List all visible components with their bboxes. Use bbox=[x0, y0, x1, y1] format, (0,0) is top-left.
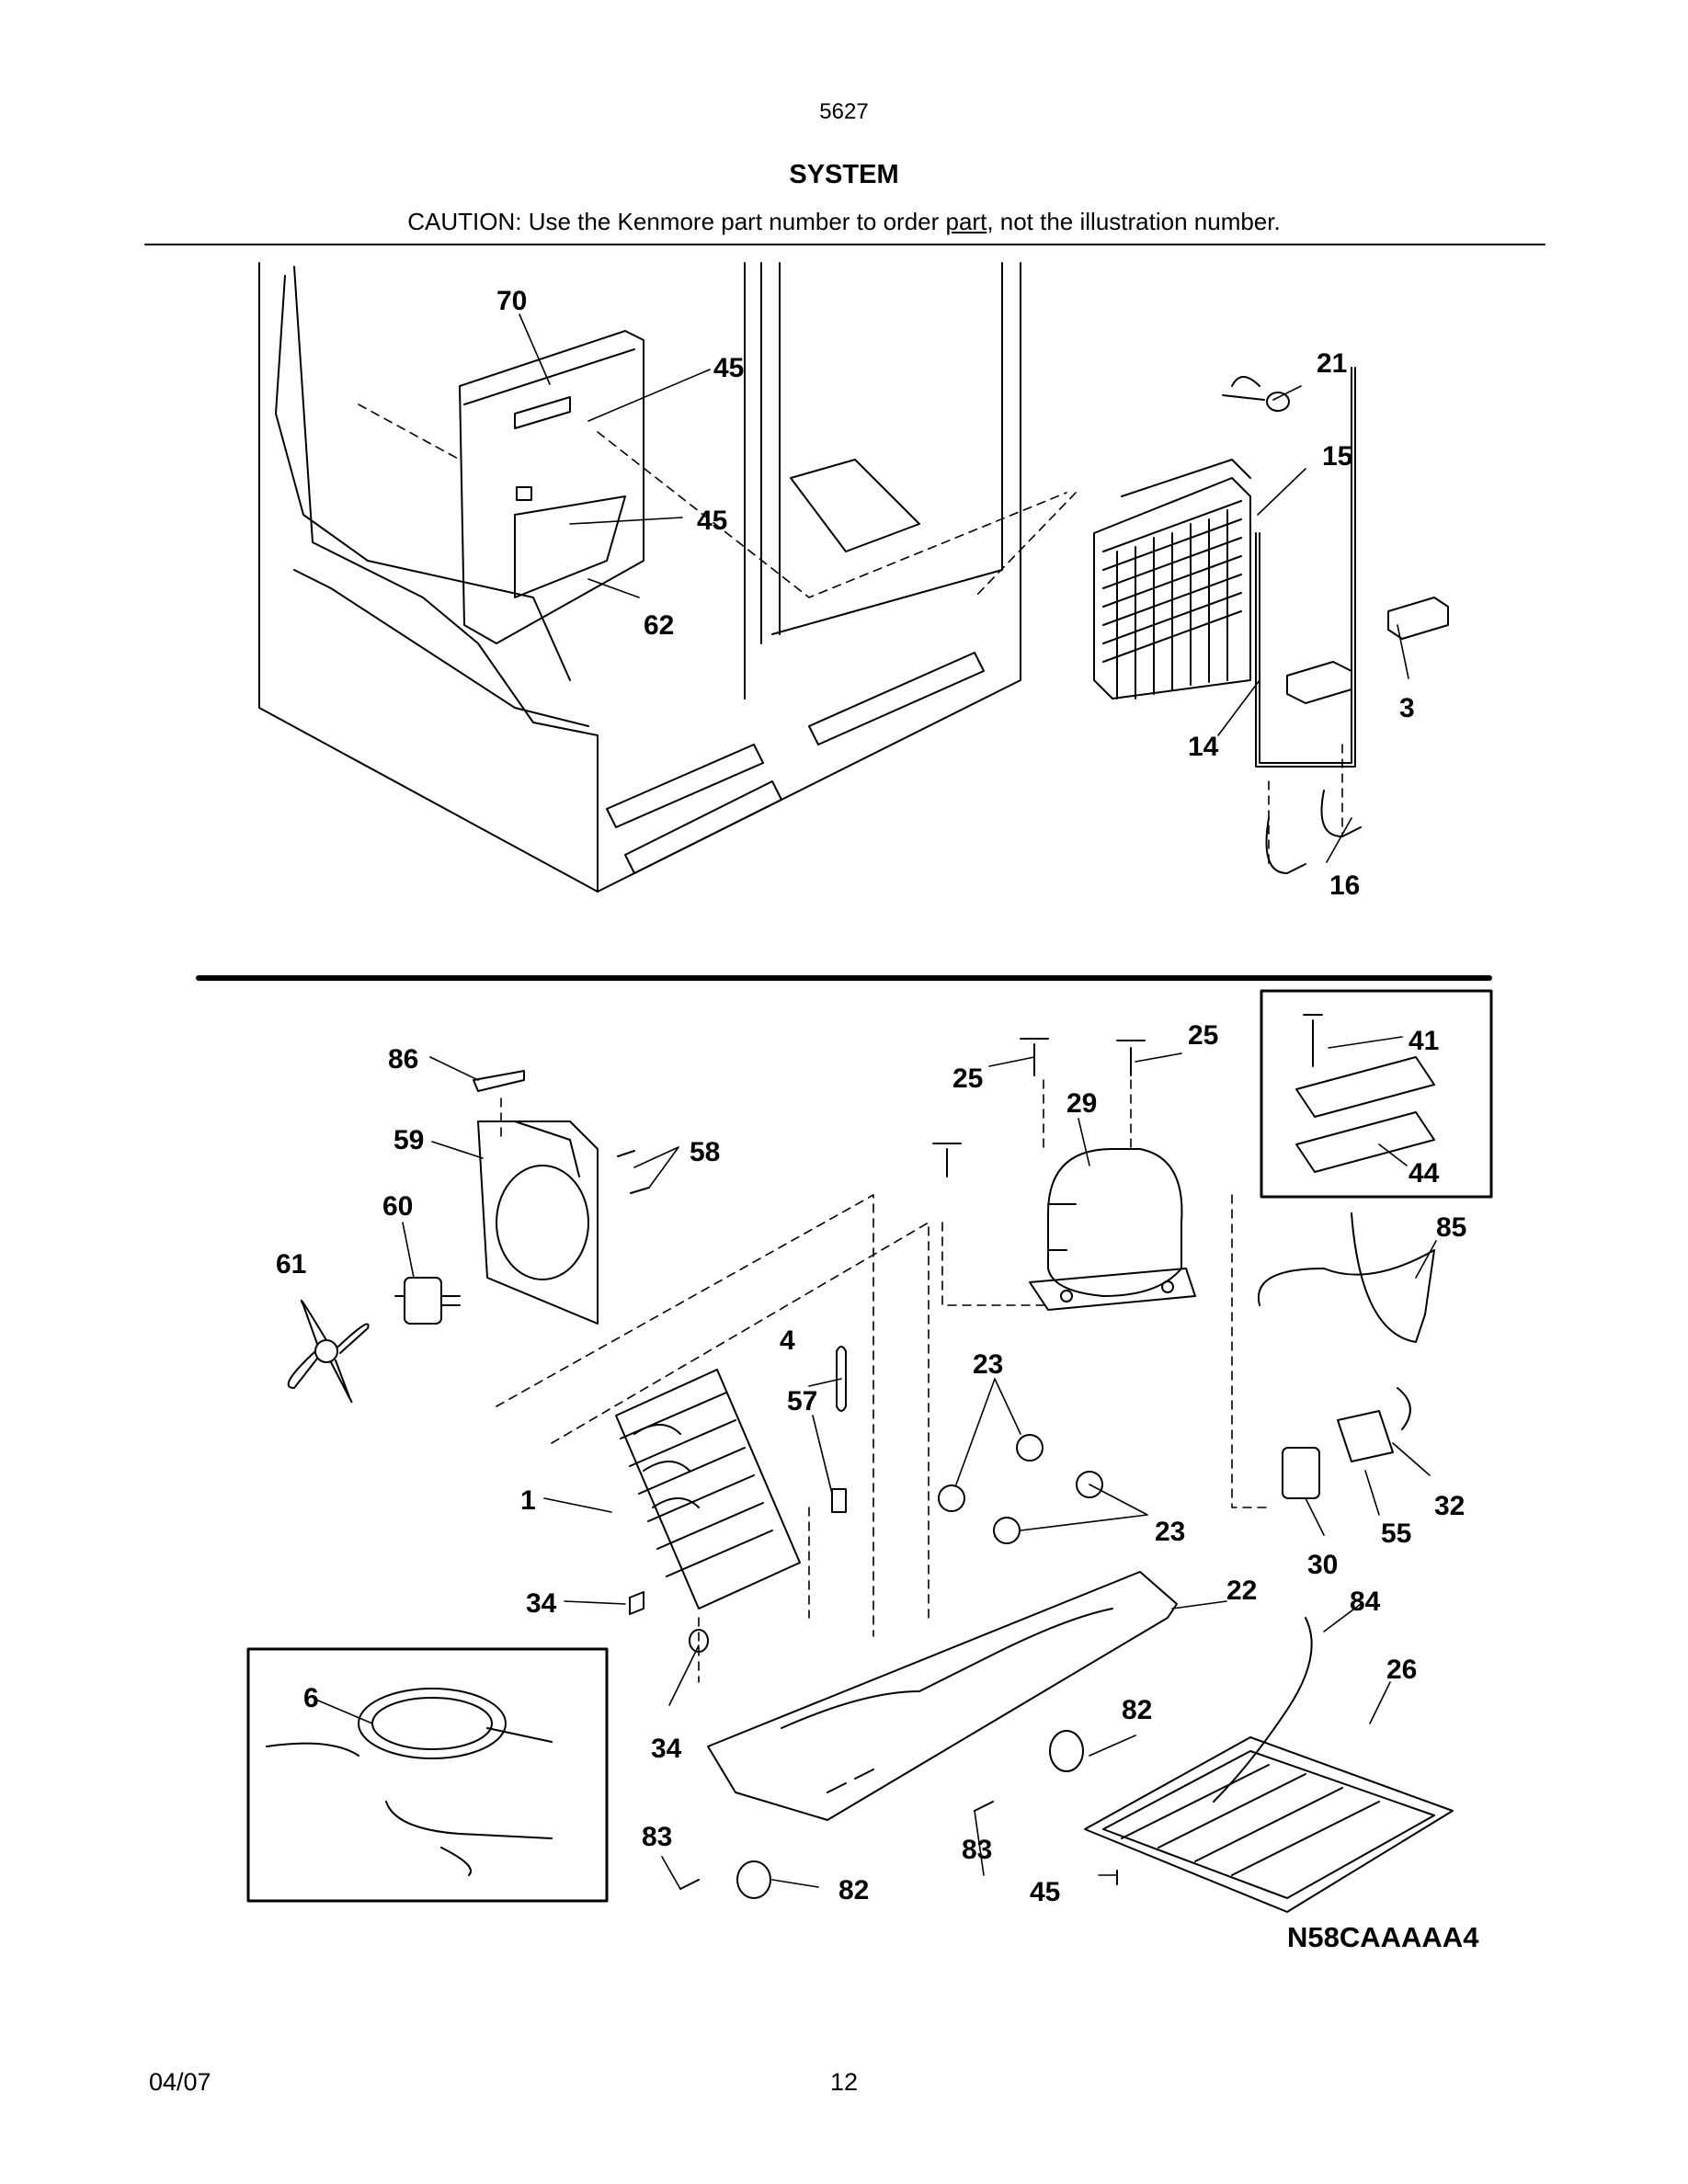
drier-tube bbox=[831, 1488, 847, 1513]
figure-id: N58CAAAAA4 bbox=[1287, 1921, 1479, 1953]
callout-16: 16 bbox=[1329, 870, 1360, 901]
callout-83-right: 83 bbox=[962, 1835, 992, 1865]
callout-22: 22 bbox=[1226, 1575, 1257, 1606]
callout-26: 26 bbox=[1386, 1655, 1417, 1685]
spacer-1 bbox=[629, 1591, 644, 1615]
callout-29: 29 bbox=[1066, 1088, 1097, 1119]
bracket-screws bbox=[617, 1150, 650, 1194]
callout-82-right: 82 bbox=[1122, 1695, 1152, 1725]
power-cord-tube bbox=[1257, 1212, 1435, 1343]
callout-86: 86 bbox=[388, 1044, 418, 1075]
fan-motor bbox=[394, 1277, 461, 1325]
grommets bbox=[938, 1434, 1103, 1544]
condenser-fan-bracket bbox=[477, 1120, 599, 1325]
ice-bucket-housing bbox=[459, 330, 644, 644]
callout-25-right: 25 bbox=[1188, 1020, 1218, 1051]
page-number: 12 bbox=[829, 2068, 859, 2096]
callout-45-pan: 45 bbox=[1030, 1877, 1060, 1907]
thermostat-sensor bbox=[1222, 376, 1290, 412]
callout-84: 84 bbox=[1350, 1587, 1381, 1617]
callout-3: 3 bbox=[1399, 693, 1415, 723]
compressor-base-plate bbox=[707, 1571, 1178, 1821]
drain-pan bbox=[1084, 1736, 1454, 1913]
evaporator-coil bbox=[1093, 459, 1251, 700]
callout-32: 32 bbox=[1434, 1491, 1465, 1521]
callout-45-upper: 45 bbox=[713, 353, 744, 383]
callout-55: 55 bbox=[1381, 1519, 1411, 1549]
callout-23-lower: 23 bbox=[1155, 1517, 1185, 1547]
callout-4: 4 bbox=[780, 1325, 795, 1356]
caution-note: CAUTION: Use the Kenmore part number to … bbox=[0, 208, 1688, 236]
insulation-block-2 bbox=[1387, 597, 1449, 640]
callout-82-bottom: 82 bbox=[838, 1875, 869, 1905]
fan-clip bbox=[473, 1070, 525, 1092]
callout-45-lower: 45 bbox=[697, 506, 727, 536]
caution-text-start: CAUTION: Use the Kenmore part number to … bbox=[407, 208, 946, 235]
callout-34-bottom: 34 bbox=[651, 1734, 682, 1764]
upper-leader-dashes bbox=[358, 404, 1343, 865]
callout-59: 59 bbox=[393, 1125, 424, 1155]
callout-15: 15 bbox=[1322, 441, 1352, 472]
section-title: SYSTEM bbox=[789, 160, 899, 189]
mounting-screws bbox=[932, 1038, 1146, 1177]
callout-41: 41 bbox=[1409, 1026, 1439, 1056]
callout-34-left: 34 bbox=[526, 1588, 557, 1619]
cabinet-outline bbox=[258, 262, 1021, 893]
model-number: 5627 bbox=[819, 99, 869, 124]
callout-85: 85 bbox=[1436, 1212, 1466, 1243]
callout-57: 57 bbox=[787, 1386, 817, 1416]
callout-numbers: 70 45 45 62 21 15 3 14 16 86 59 58 60 61… bbox=[276, 286, 1466, 1907]
callout-61: 61 bbox=[276, 1249, 306, 1280]
callout-58: 58 bbox=[690, 1137, 720, 1167]
callout-60: 60 bbox=[382, 1191, 413, 1222]
condenser-coil bbox=[615, 1369, 801, 1610]
callout-25-left: 25 bbox=[952, 1064, 983, 1094]
heater-clips bbox=[1265, 790, 1362, 874]
callout-leaders bbox=[317, 313, 1437, 1890]
callout-83-left: 83 bbox=[642, 1822, 672, 1852]
drier-filter bbox=[836, 1346, 847, 1412]
callout-23-upper: 23 bbox=[973, 1349, 1003, 1380]
inset-box-screw-bracket bbox=[1260, 989, 1493, 1199]
relay-overload bbox=[1282, 1387, 1411, 1499]
callout-14: 14 bbox=[1188, 732, 1219, 762]
callout-1: 1 bbox=[520, 1485, 536, 1516]
callout-70: 70 bbox=[496, 286, 527, 316]
defrost-heater bbox=[1255, 367, 1356, 768]
callout-6: 6 bbox=[303, 1683, 319, 1713]
drain-tube bbox=[1213, 1617, 1313, 1803]
footer-date: 04/07 bbox=[149, 2068, 211, 2096]
compressor bbox=[1029, 1148, 1196, 1311]
callout-44: 44 bbox=[1409, 1158, 1440, 1189]
inset-box-wire-harness bbox=[246, 1647, 609, 1903]
callout-21: 21 bbox=[1317, 348, 1347, 379]
lower-leader-dashes bbox=[496, 1079, 1270, 1683]
caution-text-end: , not the illustration number. bbox=[987, 208, 1281, 235]
leg-cylinders bbox=[679, 1730, 1084, 1899]
caution-part-word: part bbox=[945, 208, 987, 235]
fan-blade bbox=[287, 1299, 370, 1404]
insulation-block-1 bbox=[1286, 661, 1352, 704]
callout-30: 30 bbox=[1307, 1550, 1338, 1580]
callout-62: 62 bbox=[644, 610, 674, 641]
